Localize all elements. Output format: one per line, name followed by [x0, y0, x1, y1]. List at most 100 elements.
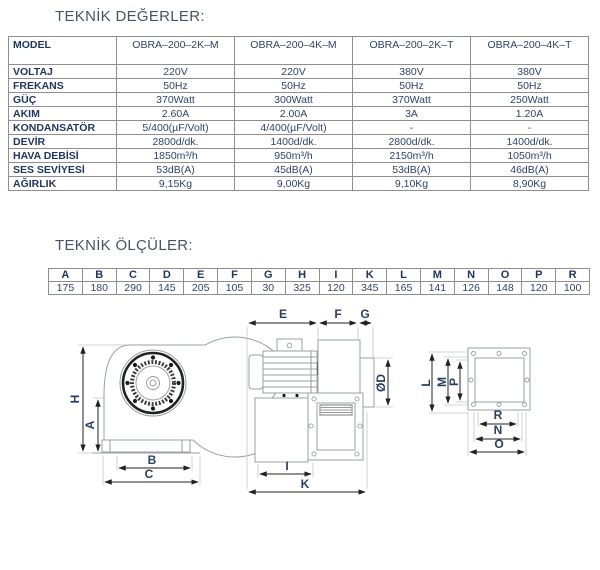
flange-bolt-holes — [308, 396, 363, 457]
row-label: FREKANS — [8, 78, 117, 93]
dim-header: C — [115, 268, 151, 282]
dim-header: H — [284, 268, 320, 282]
dim-label-r: R — [494, 408, 503, 422]
row-label: HAVA DEBİSİ — [8, 148, 117, 163]
table-row-devir: DEVİR 2800d/dk. 1400d/dk. 2800d/dk. 1400… — [8, 134, 589, 149]
dim-value: 148 — [487, 281, 523, 295]
spec-cell: 53dB(A) — [352, 162, 471, 177]
technical-values-table: MODEL OBRA–200–2K–M OBRA–200–4K–M OBRA–2… — [8, 36, 589, 191]
dim-header: B — [81, 268, 117, 282]
dim-header: F — [217, 268, 252, 282]
spec-cell: 8,90Kg — [470, 176, 589, 191]
dim-header: R — [555, 268, 590, 282]
spec-cell: 370Watt — [352, 92, 471, 107]
dim-header: K — [352, 268, 388, 282]
impeller-ring — [130, 360, 176, 406]
spec-cell: 1400d/dk. — [470, 134, 589, 149]
spec-cell: 53dB(A) — [116, 162, 235, 177]
model-name: OBRA–200–2K–T — [352, 36, 471, 65]
spec-cell: - — [352, 120, 471, 135]
dim-header: A — [48, 268, 83, 282]
section-title-dimensions: TEKNİK ÖLÇÜLER: — [55, 237, 193, 254]
row-label: KONDANSATÖR — [8, 120, 117, 135]
dim-value: 290 — [115, 281, 151, 295]
dim-label-od: ØD — [374, 374, 388, 392]
dim-header: P — [521, 268, 557, 282]
dim-value: 145 — [149, 281, 185, 295]
spec-cell: 50Hz — [116, 78, 235, 93]
row-label: VOLTAJ — [8, 64, 117, 79]
hub — [146, 376, 160, 390]
dim-label-f: F — [334, 307, 341, 321]
spec-cell: 2150m³/h — [352, 148, 471, 163]
dim-label-p: P — [447, 378, 461, 386]
motor-fins — [263, 351, 317, 393]
table-row-kondansator: KONDANSATÖR 5/400(µF/Volt) 4/400(µF/Volt… — [8, 120, 589, 135]
spec-cell: 9,00Kg — [234, 176, 353, 191]
dim-label-b: B — [148, 453, 157, 467]
support-bracket — [254, 397, 309, 463]
spec-cell: 1.20A — [470, 106, 589, 121]
spec-cell: 220V — [116, 64, 235, 79]
row-label: AĞIRLIK — [8, 176, 117, 191]
dim-header-row: A B C D E F G H I K L M N O P R — [48, 268, 590, 282]
spec-cell: 50Hz — [352, 78, 471, 93]
dim-value: 100 — [555, 281, 590, 295]
dim-label-i: I — [285, 459, 288, 473]
dim-value: 345 — [352, 281, 388, 295]
dim-header: G — [250, 268, 286, 282]
spec-cell: 2800d/dk. — [352, 134, 471, 149]
dim-header: D — [149, 268, 185, 282]
dim-header: M — [419, 268, 455, 282]
spec-cell: 380V — [352, 64, 471, 79]
dim-value: 205 — [183, 281, 219, 295]
dim-label-k: K — [301, 477, 310, 491]
dim-label-o: O — [494, 437, 503, 451]
dim-header: L — [386, 268, 421, 282]
dim-label-l: L — [419, 379, 433, 386]
spec-cell: 50Hz — [470, 78, 589, 93]
dim-value: 120 — [318, 281, 354, 295]
dim-value: 180 — [81, 281, 117, 295]
dim-label-n: N — [494, 423, 503, 437]
motor-feet — [270, 392, 314, 399]
flange-view: L M P R N O — [419, 347, 531, 456]
table-row-agirlik: AĞIRLIK 9,15Kg 9,00Kg 9,10Kg 8,90Kg — [8, 176, 589, 191]
table-row-frekans: FREKANS 50Hz 50Hz 50Hz 50Hz — [8, 78, 589, 93]
row-label: GÜÇ — [8, 92, 117, 107]
fan-housing — [317, 339, 361, 394]
dim-header: O — [487, 268, 523, 282]
table-header-row: MODEL OBRA–200–2K–M OBRA–200–4K–M OBRA–2… — [8, 36, 589, 65]
spec-cell: 46dB(A) — [470, 162, 589, 177]
spec-cell: 220V — [234, 64, 353, 79]
dim-value: 120 — [521, 281, 557, 295]
dim-value: 105 — [217, 281, 252, 295]
spec-cell: 45dB(A) — [234, 162, 353, 177]
model-header: MODEL — [8, 36, 117, 65]
dim-label-h: H — [68, 395, 82, 404]
model-name: OBRA–200–4K–T — [470, 36, 589, 65]
dim-value: 325 — [284, 281, 320, 295]
dim-value: 141 — [419, 281, 455, 295]
spec-cell: 1050m³/h — [470, 148, 589, 163]
fan-front-view: E F G ØD — [246, 307, 393, 495]
table-row-ses-seviyesi: SES SEVİYESİ 53dB(A) 45dB(A) 53dB(A) 46d… — [8, 162, 589, 177]
spec-cell: 3A — [352, 106, 471, 121]
spec-cell: 9,10Kg — [352, 176, 471, 191]
dim-header: E — [183, 268, 219, 282]
dim-value: 30 — [250, 281, 286, 295]
section-title-values: TEKNİK DEĞERLER: — [55, 8, 205, 25]
dim-value: 175 — [48, 281, 83, 295]
spec-cell: 50Hz — [234, 78, 353, 93]
spec-cell: 5/400(µF/Volt) — [116, 120, 235, 135]
spec-cell: 1850m³/h — [116, 148, 235, 163]
dim-value: 126 — [453, 281, 489, 295]
spec-cell: 950m³/h — [234, 148, 353, 163]
dim-value-row: 175 180 290 145 205 105 30 325 120 345 1… — [48, 281, 590, 295]
dim-label-m: M — [435, 377, 449, 387]
flange-plate-holes — [468, 351, 530, 407]
spec-cell: 9,15Kg — [116, 176, 235, 191]
table-row-voltaj: VOLTAJ 220V 220V 380V 380V — [8, 64, 589, 79]
table-row-hava-debisi: HAVA DEBİSİ 1850m³/h 950m³/h 2150m³/h 10… — [8, 148, 589, 163]
spec-cell: 2.00A — [234, 106, 353, 121]
